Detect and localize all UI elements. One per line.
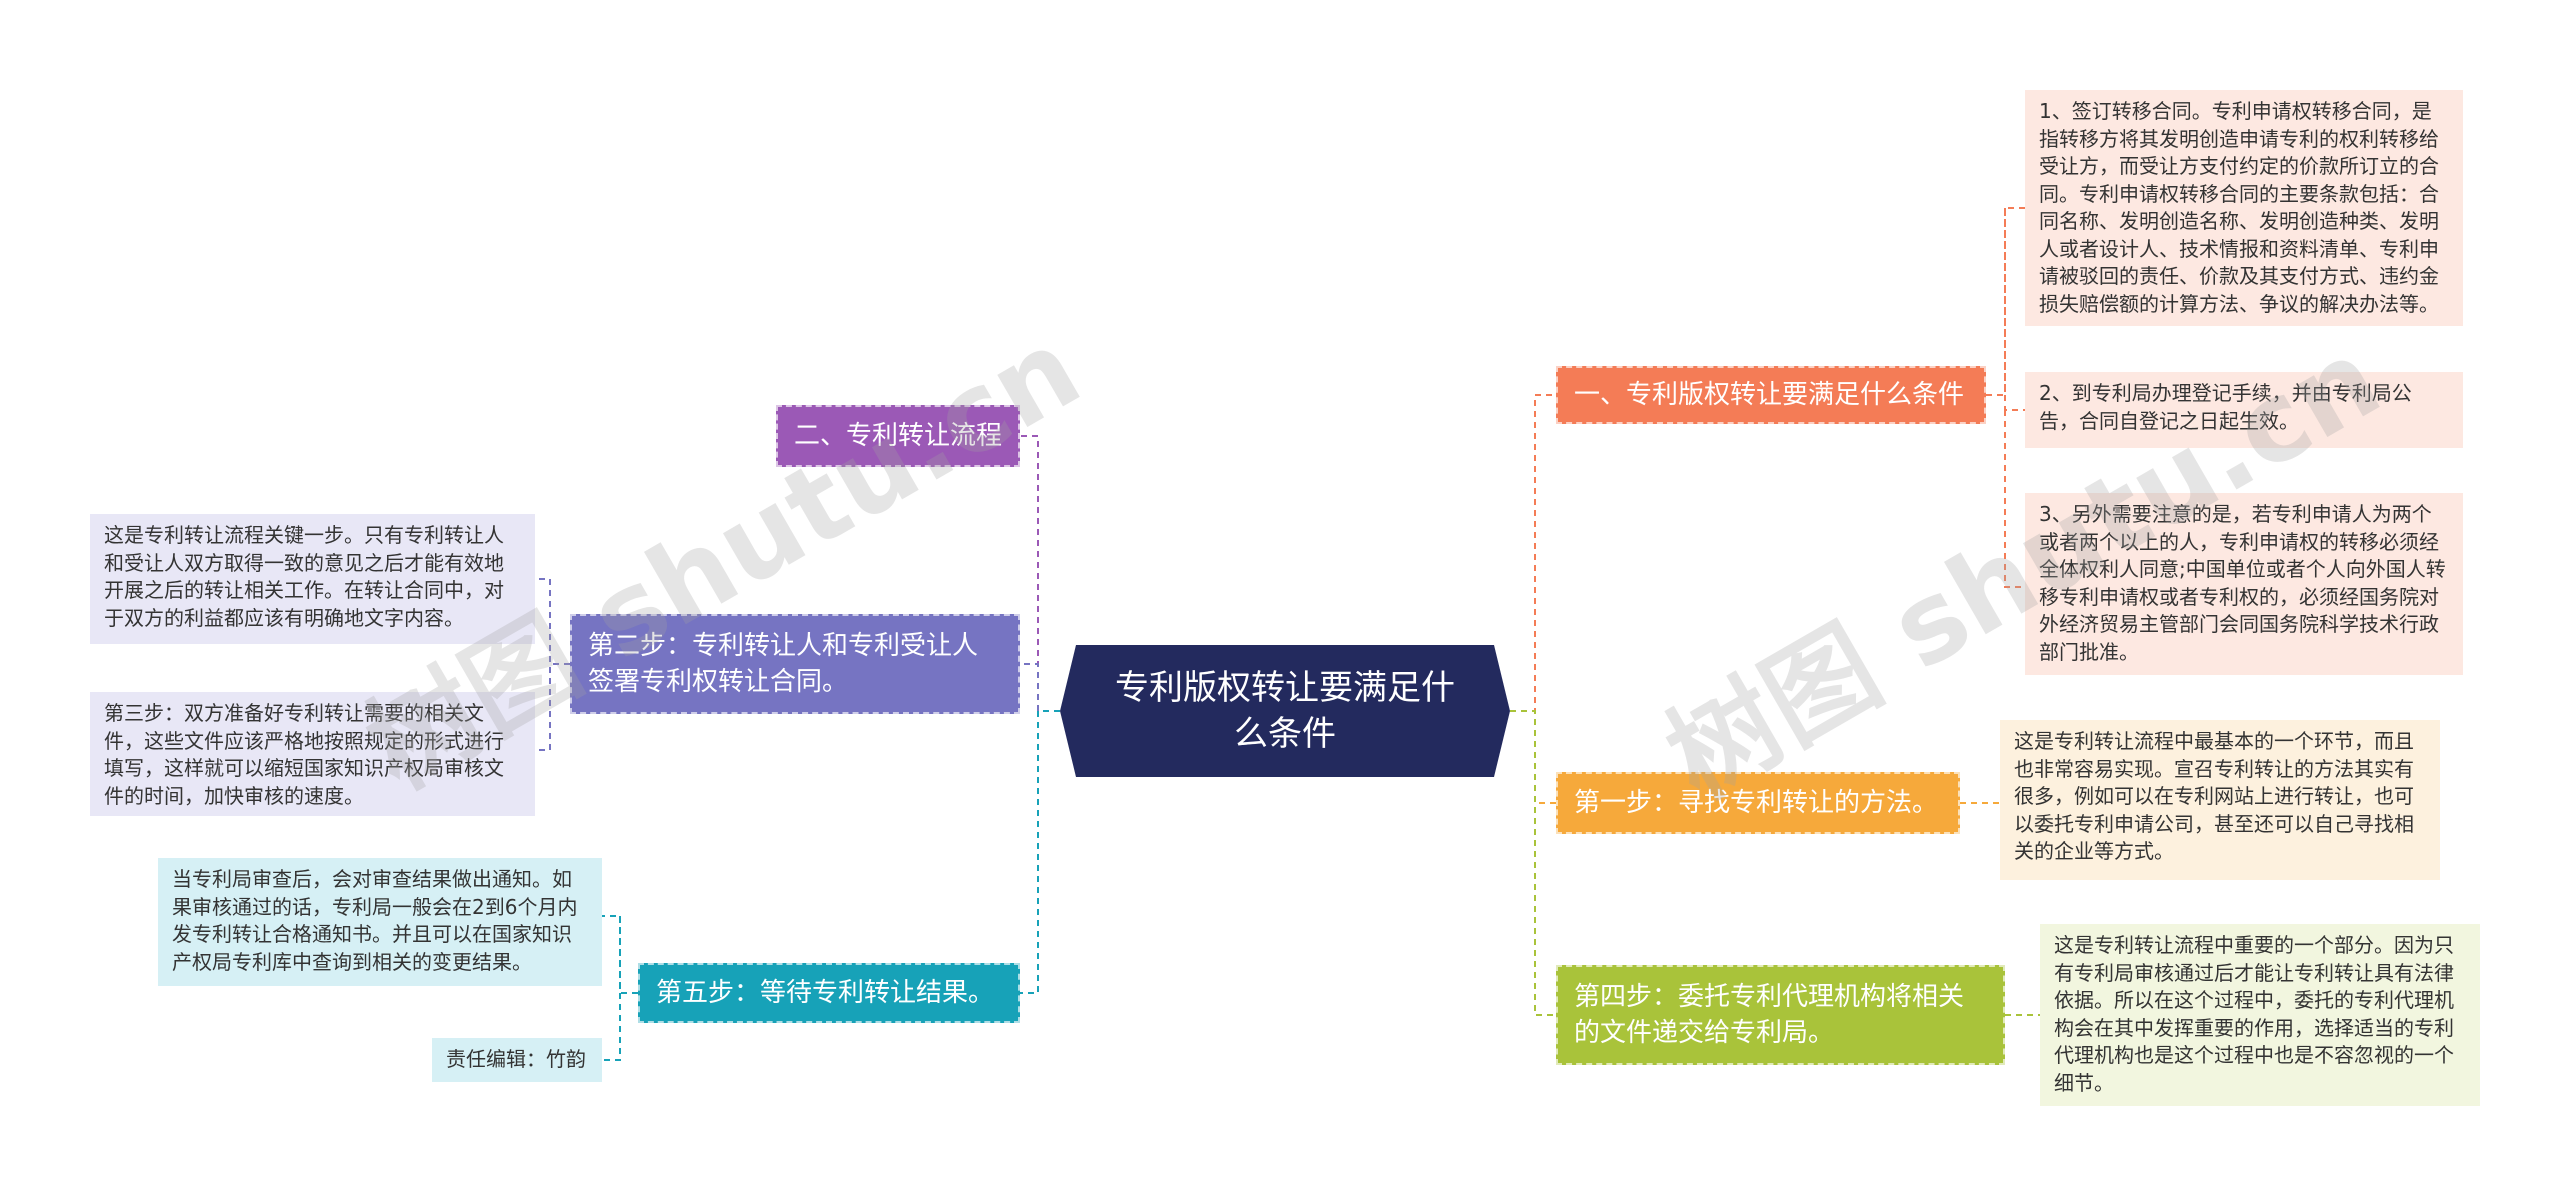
leaf-step-2-text: 这是专利转让流程关键一步。只有专利转让人和受让人双方取得一致的意见之后才能有效地… <box>104 523 504 630</box>
central-topic-label: 专利版权转让要满足什么条件 <box>1115 668 1455 754</box>
branch-conditions[interactable]: 一、专利版权转让要满足什么条件 <box>1556 366 1986 424</box>
link-r1-leaves <box>1986 207 2025 588</box>
branch-step-5-label: 第五步：等待专利转让结果。 <box>656 978 995 1008</box>
leaf-step-5-text: 当专利局审查后，会对审查结果做出通知。如果审核通过的话，专利局一般会在2到6个月… <box>172 867 578 974</box>
leaf-step-4-text: 这是专利转让流程中重要的一个部分。因为只有专利局审核通过后才能让专利转让具有法律… <box>2054 933 2454 1095</box>
leaf-step-3-text: 第三步：双方准备好专利转让需要的相关文件，这些文件应该严格地按照规定的形式进行填… <box>104 701 504 808</box>
link-center-r2 <box>1510 710 1556 804</box>
branch-step-1[interactable]: 第一步：寻找专利转让的方法。 <box>1556 772 1960 834</box>
link-center-r1 <box>1510 394 1556 712</box>
leaf-conditions-1[interactable]: 1、签订转移合同。专利申请权转移合同，是指转移方将其发明创造申请专利的权利转移给… <box>2025 90 2463 326</box>
branch-step-4-label: 第四步：委托专利代理机构将相关的文件递交给专利局。 <box>1574 982 1965 1048</box>
branch-conditions-label: 一、专利版权转让要满足什么条件 <box>1574 380 1965 410</box>
branch-step-1-label: 第一步：寻找专利转让的方法。 <box>1574 788 1939 818</box>
link-center-l3 <box>1020 710 1060 994</box>
leaf-step-5[interactable]: 当专利局审查后，会对审查结果做出通知。如果审核通过的话，专利局一般会在2到6个月… <box>158 858 602 986</box>
leaf-conditions-3-text: 3、另外需要注意的是，若专利申请人为两个或者两个以上的人，专利申请权的转移必须经… <box>2039 502 2446 664</box>
central-topic[interactable]: 专利版权转让要满足什么条件 <box>1060 645 1510 777</box>
leaf-editor[interactable]: 责任编辑：竹韵 <box>432 1038 602 1082</box>
leaf-step-1-text: 这是专利转让流程中最基本的一个环节，而且也非常容易实现。宣召专利转让的方法其实有… <box>2014 729 2414 863</box>
link-l2-leaves <box>535 578 570 751</box>
leaf-step-4[interactable]: 这是专利转让流程中重要的一个部分。因为只有专利局审核通过后才能让专利转让具有法律… <box>2040 924 2480 1106</box>
branch-process[interactable]: 二、专利转让流程 <box>776 405 1020 467</box>
branch-step-2[interactable]: 第二步：专利转让人和专利受让人签署专利权转让合同。 <box>570 614 1020 714</box>
leaf-editor-text: 责任编辑：竹韵 <box>446 1047 586 1071</box>
leaf-step-3[interactable]: 第三步：双方准备好专利转让需要的相关文件，这些文件应该严格地按照规定的形式进行填… <box>90 692 535 816</box>
link-l3-leaves <box>602 915 638 1061</box>
link-center-l2 <box>1020 663 1060 712</box>
link-center-l1 <box>1020 435 1060 712</box>
leaf-conditions-2-text: 2、到专利局办理登记手续，并由专利局公告，合同自登记之日起生效。 <box>2039 381 2412 433</box>
leaf-conditions-3[interactable]: 3、另外需要注意的是，若专利申请人为两个或者两个以上的人，专利申请权的转移必须经… <box>2025 493 2463 675</box>
leaf-step-2[interactable]: 这是专利转让流程关键一步。只有专利转让人和受让人双方取得一致的意见之后才能有效地… <box>90 514 535 644</box>
branch-process-label: 二、专利转让流程 <box>794 421 1003 451</box>
branch-step-5[interactable]: 第五步：等待专利转让结果。 <box>638 963 1020 1023</box>
link-center-r3 <box>1510 710 1556 1016</box>
branch-step-2-label: 第二步：专利转让人和专利受让人签署专利权转让合同。 <box>588 631 979 697</box>
leaf-conditions-2[interactable]: 2、到专利局办理登记手续，并由专利局公告，合同自登记之日起生效。 <box>2025 372 2463 448</box>
leaf-conditions-1-text: 1、签订转移合同。专利申请权转移合同，是指转移方将其发明创造申请专利的权利转移给… <box>2039 99 2439 316</box>
branch-step-4[interactable]: 第四步：委托专利代理机构将相关的文件递交给专利局。 <box>1556 965 2005 1065</box>
leaf-step-1[interactable]: 这是专利转让流程中最基本的一个环节，而且也非常容易实现。宣召专利转让的方法其实有… <box>2000 720 2440 880</box>
